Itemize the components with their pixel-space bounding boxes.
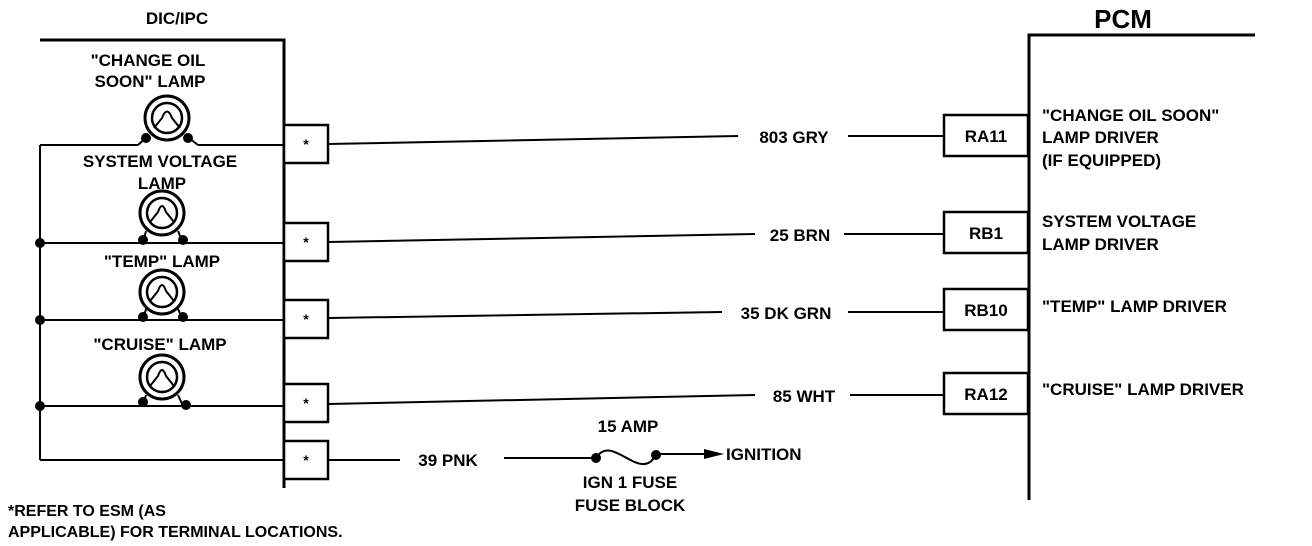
pcm-frame xyxy=(1027,33,1255,500)
pcm-terminal-label: RB10 xyxy=(964,301,1007,320)
fuse-icon xyxy=(591,449,661,466)
wire-label-803: 803 GRY xyxy=(759,128,829,147)
driver-label-system-voltage-2: LAMP DRIVER xyxy=(1042,235,1159,254)
circuit-wire-85 xyxy=(327,394,756,405)
wire-label-25: 25 BRN xyxy=(770,226,830,245)
lamp-label-system-voltage-2: LAMP xyxy=(138,174,186,193)
footnote-line-1: *REFER TO ESM (AS xyxy=(8,503,166,520)
terminal-mark: * xyxy=(303,395,309,411)
terminal-mark: * xyxy=(303,311,309,327)
lamp-bulb-icon xyxy=(138,268,188,322)
wire-label-85: 85 WHT xyxy=(773,387,836,406)
driver-label-change-oil-3: (IF EQUIPPED) xyxy=(1042,151,1161,170)
lamp-bulb-icon xyxy=(138,189,188,245)
fuse-location-label: FUSE BLOCK xyxy=(575,496,686,515)
lamp-bulb-icon xyxy=(137,94,199,146)
dic-terminal-3 xyxy=(282,298,330,340)
pcm-terminal-ra12 xyxy=(942,371,1030,416)
wire-label-35: 35 DK GRN xyxy=(741,304,832,323)
lamp-label-temp: "TEMP" LAMP xyxy=(104,252,220,271)
pcm-terminal-label: RA11 xyxy=(965,127,1008,146)
ignition-label: IGNITION xyxy=(726,445,802,464)
pcm-terminal-rb1 xyxy=(942,210,1030,255)
driver-label-cruise: "CRUISE" LAMP DRIVER xyxy=(1042,380,1244,399)
lamp-label-change-oil-1: "CHANGE OIL xyxy=(91,51,206,70)
pcm-terminal-label: RA12 xyxy=(964,385,1007,404)
terminal-mark: * xyxy=(303,452,309,468)
driver-label-change-oil-1: "CHANGE OIL SOON" xyxy=(1042,106,1219,125)
lamp-label-cruise: "CRUISE" LAMP xyxy=(93,335,226,354)
arrow-right-icon xyxy=(704,449,724,459)
circuit-wire-25 xyxy=(327,233,756,243)
dic-terminal-1 xyxy=(282,123,330,165)
lamp-label-system-voltage-1: SYSTEM VOLTAGE xyxy=(83,152,237,171)
lamp-label-change-oil-2: SOON" LAMP xyxy=(94,72,205,91)
circuit-wire-35 xyxy=(327,311,723,319)
driver-label-change-oil-2: LAMP DRIVER xyxy=(1042,128,1159,147)
terminal-mark: * xyxy=(303,234,309,250)
lamp-bulb-icon xyxy=(138,353,191,410)
dic-terminal-5 xyxy=(282,439,330,481)
terminal-mark: * xyxy=(303,136,309,152)
fuse-name-label: IGN 1 FUSE xyxy=(583,473,677,492)
driver-label-temp: "TEMP" LAMP DRIVER xyxy=(1042,297,1227,316)
power-wire-label: 39 PNK xyxy=(418,451,478,470)
footnote-line-2: APPLICABLE) FOR TERMINAL LOCATIONS. xyxy=(8,524,343,541)
pcm-terminal-ra11 xyxy=(942,113,1030,158)
junction-dot xyxy=(35,238,45,248)
junction-dot xyxy=(35,315,45,325)
pcm-terminal-rb10 xyxy=(942,287,1030,332)
dic-ipc-label: DIC/IPC xyxy=(146,9,208,28)
dic-terminal-4 xyxy=(282,382,330,424)
pcm-terminal-label: RB1 xyxy=(969,224,1003,243)
junction-dot xyxy=(35,401,45,411)
driver-label-system-voltage-1: SYSTEM VOLTAGE xyxy=(1042,212,1196,231)
pcm-label: PCM xyxy=(1094,4,1152,34)
fuse-rating-label: 15 AMP xyxy=(598,417,659,436)
circuit-wire-803 xyxy=(327,135,739,145)
